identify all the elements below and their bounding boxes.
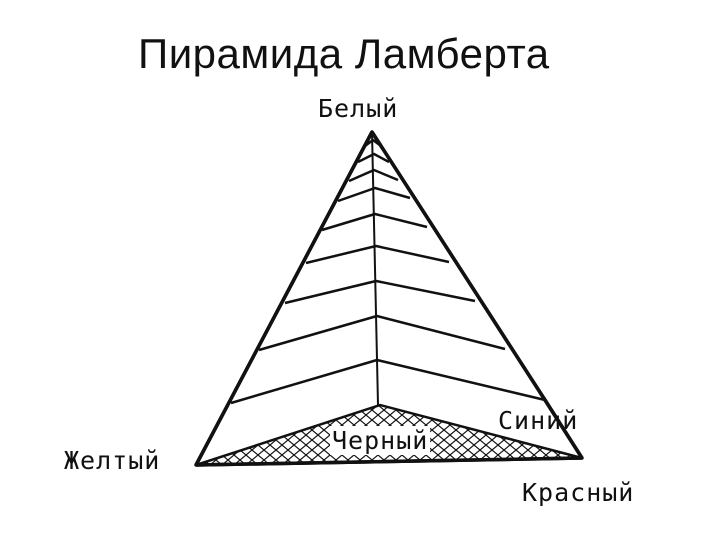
layer-3 xyxy=(348,168,399,183)
pyramid-central-axis xyxy=(371,131,379,406)
layer-5 xyxy=(321,212,428,232)
vertex-label-yellow: Желтый xyxy=(64,446,161,475)
vertex-label-blue: Синий xyxy=(498,406,579,435)
pyramid-base-edge xyxy=(195,456,583,467)
layer-9 xyxy=(230,358,546,405)
layer-2 xyxy=(357,152,390,164)
pyramid-layers xyxy=(230,138,546,405)
pyramid-right-edge xyxy=(370,131,547,401)
layer-1 xyxy=(364,138,382,147)
pyramid-lower-right-edge xyxy=(543,399,584,459)
layer-8 xyxy=(258,314,506,352)
pyramid-left-edge xyxy=(194,131,374,466)
layer-4 xyxy=(337,186,411,203)
layer-6 xyxy=(305,244,450,265)
layer-7 xyxy=(284,279,476,305)
center-label-black: Черный xyxy=(330,426,431,455)
vertex-label-white: Белый xyxy=(318,94,399,123)
slide-title: Пирамида Ламберта xyxy=(138,30,550,77)
vertex-label-red: Красный xyxy=(522,478,635,507)
